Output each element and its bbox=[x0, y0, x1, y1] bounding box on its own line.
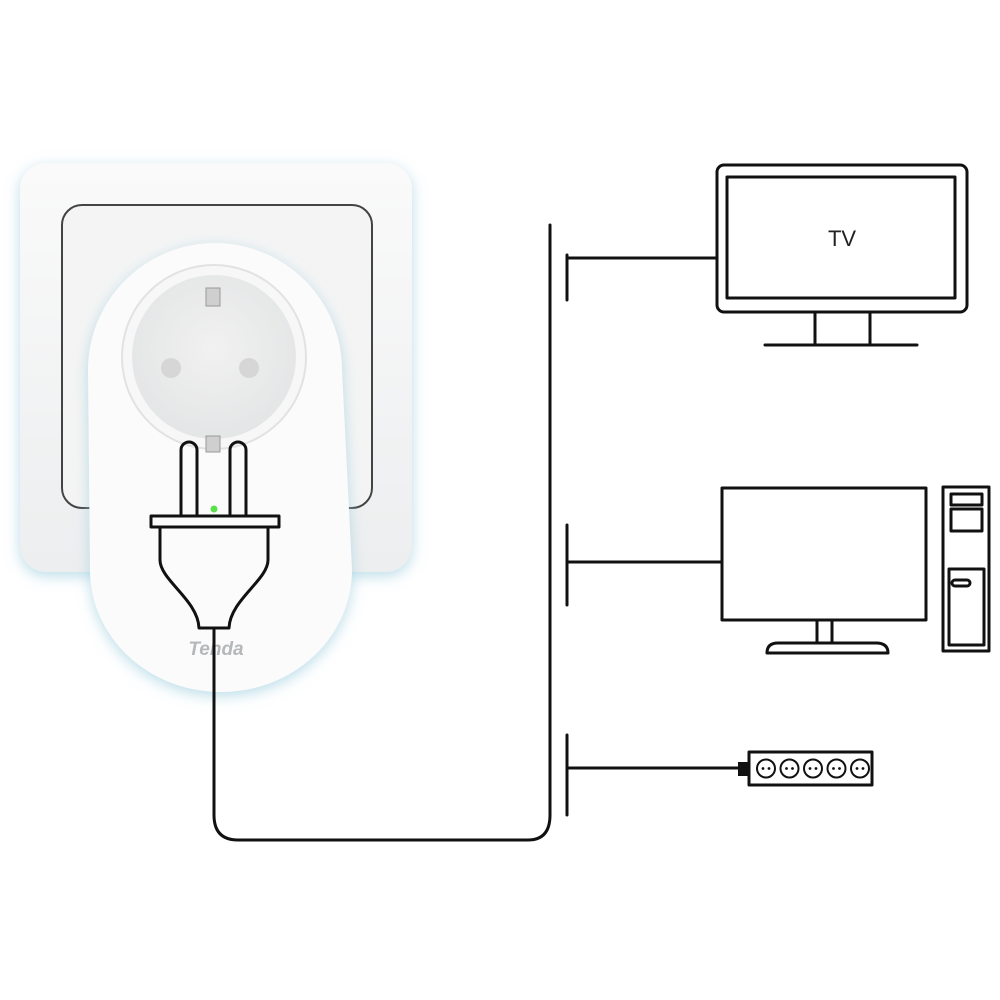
outlet-icon bbox=[850, 758, 870, 779]
ground-clip-top bbox=[205, 287, 221, 307]
brand-logo: Tenda bbox=[188, 639, 244, 660]
computer-cable bbox=[565, 523, 724, 607]
monitor-icon bbox=[720, 486, 928, 655]
power-strip-cable bbox=[565, 733, 740, 817]
led-indicator bbox=[210, 505, 218, 513]
ground-clip-bottom bbox=[205, 435, 221, 453]
socket-recess bbox=[132, 275, 296, 439]
socket-hole-right bbox=[239, 358, 259, 378]
powerline-adapter: Tenda bbox=[88, 243, 352, 692]
power-cable bbox=[212, 223, 740, 842]
tv-icon: TV bbox=[715, 163, 969, 347]
outlet-icon bbox=[779, 758, 800, 779]
tv-label: TV bbox=[828, 226, 856, 251]
pc-tower-icon bbox=[941, 485, 991, 653]
outlet-icon bbox=[803, 758, 823, 779]
outlet-icon bbox=[756, 758, 776, 779]
socket-hole-left bbox=[161, 358, 181, 378]
tv-cable bbox=[565, 253, 719, 302]
power-strip-icon bbox=[738, 750, 874, 787]
outlet-icon bbox=[826, 758, 847, 779]
